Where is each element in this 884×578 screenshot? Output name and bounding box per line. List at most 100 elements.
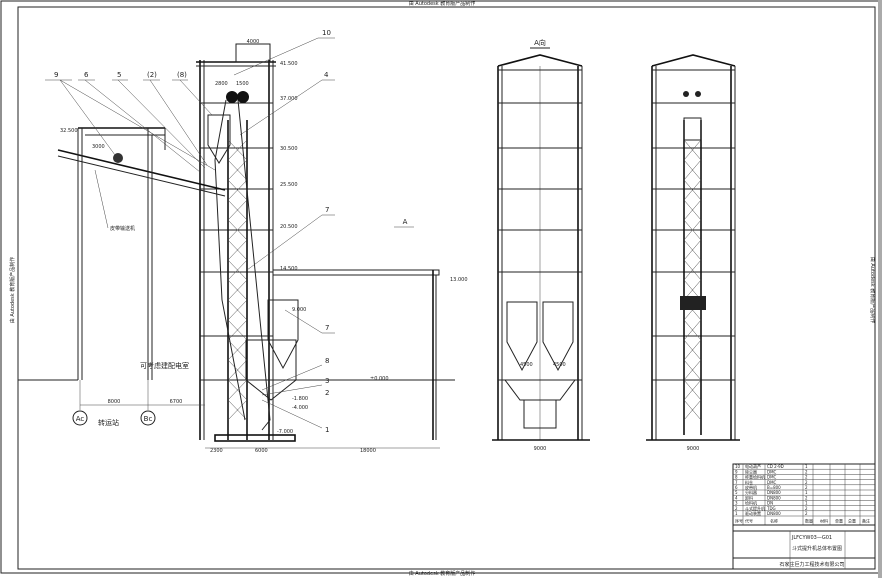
elevation-label: 25.500 — [280, 182, 298, 188]
bom-cell: DN800 — [767, 490, 781, 495]
bom-cell: 1 — [805, 501, 808, 506]
bom-cell: 给料机 — [745, 500, 757, 506]
bom-cell: 5 — [735, 490, 738, 495]
callout: 7 — [325, 206, 329, 214]
elevation-label: 9.000 — [292, 307, 306, 313]
dim-1500: 1500 — [236, 81, 249, 87]
bom-cell: 斗式提升机 — [745, 505, 765, 511]
callout: (2) — [147, 71, 157, 79]
callout: 9 — [54, 71, 58, 79]
elevation-label: -1.800 — [292, 396, 308, 402]
callout: 8 — [325, 357, 329, 365]
bom-header: 数量 — [805, 518, 813, 524]
bom-cell: 电动葫芦 — [745, 463, 761, 469]
bom-cell: 2 — [805, 485, 808, 490]
callout: (8) — [177, 71, 187, 79]
callout: 10 — [322, 29, 331, 37]
watermark-top: 由 Autodesk 教育版产品制作 — [409, 0, 476, 7]
elevation-label: 30.500 — [280, 146, 298, 152]
elev-32500: 32.500 — [60, 128, 78, 134]
main-elevation: 4000 2800 1500 32.500 3000 — [18, 29, 468, 454]
bom-cell: 7 — [735, 480, 738, 485]
bom-cell: 1 — [805, 490, 808, 495]
bom-cell: 2 — [805, 469, 808, 474]
power-room-label: 可考虑建配电室 — [140, 361, 189, 370]
axis-bc: Bc — [144, 415, 153, 423]
axis-ac: Ac — [76, 415, 85, 423]
bom-header: 材料 — [820, 518, 828, 524]
bom-header: 序号 — [735, 518, 743, 524]
bom-cell: CD 2-9D — [767, 464, 784, 469]
bom-cell: 驱动装置 — [745, 510, 761, 516]
watermark-left: 由 Autodesk 教育版产品制作 — [9, 257, 16, 324]
bom-header: 备注 — [862, 518, 870, 524]
section-label: A — [403, 218, 408, 226]
callout: 6 — [84, 71, 89, 79]
elevation-label: ±0.000 — [370, 376, 389, 382]
bom-cell: 皮带机 — [745, 484, 757, 490]
bom-row: 5 分料器 DN800 1 — [733, 489, 875, 496]
dim-6700: 6700 — [170, 399, 183, 405]
bom-cell: 1 — [805, 464, 808, 469]
bom-cell: 1 — [735, 511, 738, 516]
callout: 2 — [325, 389, 329, 397]
dim-4500: 4500 — [520, 362, 533, 368]
callout: 3 — [325, 377, 329, 385]
elevation-label: 20.500 — [280, 224, 298, 230]
side-view: 9000 — [646, 54, 740, 452]
view-a-label: A向 — [534, 38, 546, 47]
bom-cell: DMC — [767, 480, 777, 485]
bom-cell: 2 — [805, 495, 808, 500]
bom-header: 代号 — [745, 518, 753, 524]
dim-4500: 4500 — [553, 362, 566, 368]
bom-cell: B=800 — [767, 485, 781, 490]
bom-cell: DN800 — [767, 495, 781, 500]
elevation-label: -4.000 — [292, 405, 308, 411]
bom-cell: 3 — [735, 501, 738, 506]
callout: 7 — [325, 324, 329, 332]
bom-cell: 卸料 — [745, 494, 753, 500]
callout: 5 — [117, 71, 121, 79]
bom-row: 7 料仓 DMC 2 — [733, 479, 875, 486]
callout: 1 — [325, 426, 329, 434]
bom-header: 总重 — [848, 518, 856, 524]
dim-8000: 8000 — [108, 399, 121, 405]
elevation-label: -7.000 — [277, 429, 293, 435]
bom-cell: DN — [767, 501, 773, 506]
elevation-label: 13.000 — [450, 277, 468, 283]
bom-header: 单重 — [835, 518, 843, 524]
dim-2300: 2300 — [210, 448, 223, 454]
inner-border — [17, 6, 876, 570]
bom-cell: 4 — [735, 495, 738, 500]
watermark-right: 由 Autodesk 教育版产品制作 — [869, 257, 876, 324]
bom-header: 名称 — [770, 518, 778, 524]
bom-cell: 分料器 — [745, 489, 757, 495]
dim-3000: 3000 — [92, 144, 105, 150]
bom-cell: 2 — [805, 475, 808, 480]
bom-row: 4 卸料 DN800 2 — [733, 494, 875, 501]
bom-cell: TDG — [766, 506, 776, 511]
elevation-label: 14.500 — [280, 266, 298, 272]
dim-top: 4000 — [247, 39, 260, 45]
conveyor-label: 皮带输送机 — [110, 225, 135, 232]
elevation-label: 37.000 — [280, 96, 298, 102]
bom-cell: 称重给料机 — [745, 474, 765, 480]
bom-cell: 料仓 — [745, 479, 753, 485]
company-name: 石家庄巨力工程技术有限公司 — [779, 561, 844, 568]
transfer-station-label: 转运站 — [98, 418, 119, 427]
view-a: A向 4500 4500 9000 — [492, 38, 590, 452]
bom-cell: 2 — [735, 506, 738, 511]
watermark-bottom: 由 Autodesk 教育版产品制作 — [409, 570, 476, 577]
drawing-title: 斗式提升机总体布置图 — [792, 545, 842, 552]
dim-18000: 18000 — [360, 448, 376, 454]
bom-cell: 2 — [805, 480, 808, 485]
bom-cell: DN800 — [767, 511, 781, 516]
dim-9000: 9000 — [687, 446, 700, 452]
